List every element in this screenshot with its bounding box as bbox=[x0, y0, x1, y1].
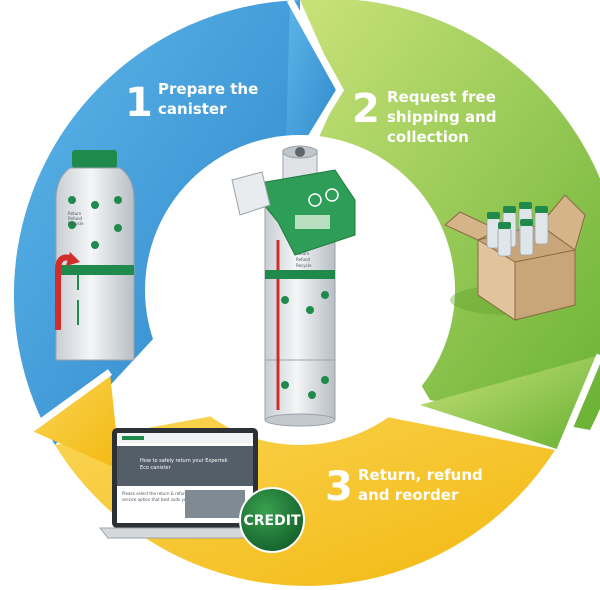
segment-1-blue-arrowhead bbox=[285, 0, 340, 180]
segment-3-yellow-arrowhead bbox=[30, 372, 120, 470]
step-2-label: 2 Request free shipping and collection bbox=[352, 86, 497, 146]
center-canister-label-2: Refund bbox=[296, 257, 311, 262]
step-1-canister-label-2: Refund bbox=[68, 216, 83, 221]
center-canister-illustration: Return Refund Recycle bbox=[231, 145, 356, 427]
separator-2-3 bbox=[556, 353, 600, 452]
separator-3-1 bbox=[27, 369, 113, 433]
step-2-number: 2 bbox=[352, 86, 380, 132]
laptop-hero-line1: How to safely return your Expertek bbox=[140, 458, 228, 464]
credit-badge-label: CREDIT bbox=[244, 513, 301, 529]
credit-badge: CREDIT bbox=[239, 487, 305, 553]
red-pull-arrow bbox=[55, 254, 71, 330]
step-2-line3: collection bbox=[387, 128, 469, 146]
step-1-label: 1 Prepare the canister bbox=[125, 80, 258, 126]
step-3-line2: and reorder bbox=[358, 486, 459, 504]
step-2-line2: shipping and bbox=[387, 108, 497, 126]
step-1-canister-label-3: Recycle bbox=[68, 221, 84, 226]
step-2-line1: Request free bbox=[387, 88, 496, 106]
step-1-line2: canister bbox=[158, 100, 227, 118]
step-1-number: 1 bbox=[125, 80, 153, 126]
step-3-number: 3 bbox=[325, 464, 353, 510]
segment-2-green bbox=[300, 0, 600, 430]
center-canister-label-3: Recycle bbox=[296, 263, 312, 268]
center-canister-label-1: Return bbox=[296, 251, 310, 256]
laptop-body-line1: Please select the return & refund bbox=[122, 491, 189, 496]
step-1-canister-label-1: Return bbox=[68, 211, 82, 216]
step-1-canister-illustration: Return Refund Recycle bbox=[55, 150, 135, 361]
step-1-line1: Prepare the bbox=[158, 80, 258, 98]
segment-2-green-arrowhead bbox=[420, 355, 600, 450]
step-2-box-illustration bbox=[444, 194, 586, 321]
step-3-label: 3 Return, refund and reorder bbox=[325, 464, 483, 510]
step-3-laptop-illustration: How to safely return your Expertek Eco c… bbox=[98, 428, 272, 539]
laptop-body-line2: service option that best suits your bbox=[122, 497, 191, 502]
step-3-line1: Return, refund bbox=[358, 466, 483, 484]
laptop-hero-line2: Eco canister bbox=[140, 465, 172, 471]
